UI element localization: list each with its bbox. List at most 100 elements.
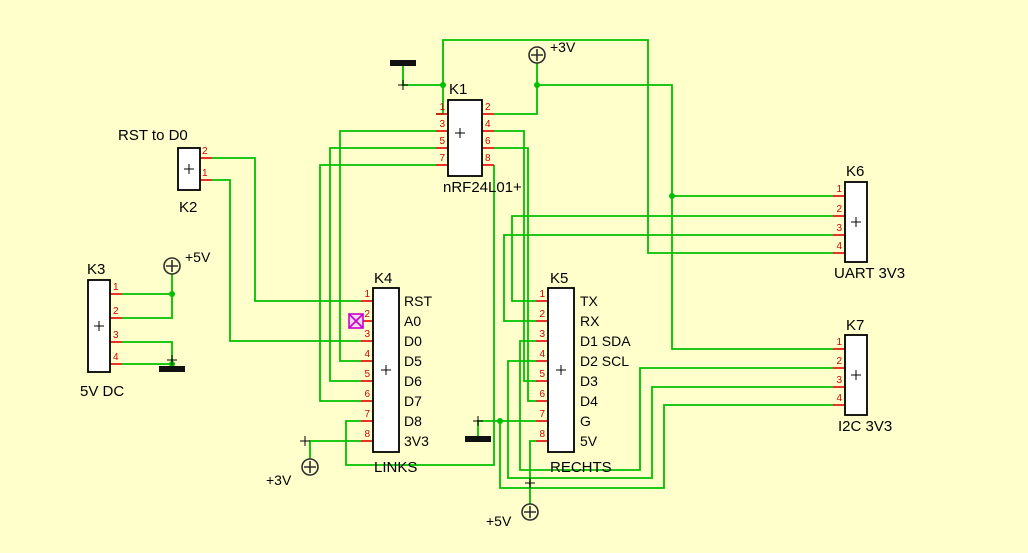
- wire-k1p3-k4[interactable]: [339, 130, 436, 362]
- pin-label: D3: [580, 373, 598, 389]
- wire-k2-rst[interactable]: [212, 157, 361, 302]
- power-circle-icon: [521, 503, 539, 521]
- pin-label: D7: [404, 393, 422, 409]
- pin-label: 3V3: [404, 433, 429, 449]
- power-symbol-3v-top[interactable]: +3V: [528, 39, 576, 64]
- power-symbol-5v-left[interactable]: +5V: [163, 249, 211, 275]
- pin-number: 2: [836, 204, 842, 215]
- pin-number: 1: [836, 184, 842, 195]
- pin-number: 3: [836, 375, 842, 386]
- component-k7[interactable]: 1 2 3 4 K7 I2C 3V3: [833, 317, 892, 435]
- wire-gnd-k5[interactable]: [477, 420, 536, 436]
- power-label: +5V: [185, 249, 211, 265]
- pin-label: RX: [580, 313, 600, 329]
- wire-5v-k5[interactable]: [529, 440, 536, 504]
- ground-bar-icon: [159, 366, 185, 372]
- origin-cross-icon: [300, 436, 310, 446]
- plus-icon: [524, 506, 536, 518]
- wire-3v3-k1[interactable]: [494, 63, 538, 115]
- junction-dot: [440, 82, 446, 88]
- k1-body[interactable]: [447, 99, 483, 177]
- pin-label: G: [580, 413, 591, 429]
- pin-number: 8: [485, 153, 491, 164]
- wire-k1p8-k4[interactable]: [345, 165, 495, 466]
- pin-number: 2: [539, 309, 545, 320]
- pin-number: 4: [539, 349, 545, 360]
- pin-label: D1 SDA: [580, 333, 631, 349]
- wire-k1p4-k5[interactable]: [494, 130, 536, 382]
- pin-number: 1: [439, 102, 445, 113]
- plus-icon: [531, 49, 543, 61]
- ground-symbol-top[interactable]: [390, 60, 416, 66]
- power-symbol-3v-bottom-left[interactable]: +3V: [266, 458, 319, 488]
- pin-number: 4: [113, 352, 119, 363]
- wire-rx-k6[interactable]: [503, 234, 833, 322]
- pin-number: 7: [439, 153, 445, 164]
- pin-number: 8: [539, 429, 545, 440]
- wire-scl-k7[interactable]: [507, 360, 833, 479]
- origin-cross-icon: [851, 217, 861, 227]
- pin-label: D4: [580, 393, 598, 409]
- wire-3v3-right[interactable]: [537, 84, 833, 350]
- origin-crosses: [167, 80, 535, 488]
- component-ref: K7: [846, 317, 864, 334]
- pin-number: 1: [202, 168, 208, 179]
- ground-symbol-left[interactable]: [159, 366, 185, 372]
- component-k2[interactable]: 2 1 RST to D0 K2: [118, 127, 212, 216]
- component-ref: K1: [449, 81, 467, 98]
- wire-k1p5-k4[interactable]: [329, 147, 436, 382]
- junction-dots: [169, 82, 675, 424]
- pin-number: 2: [364, 309, 370, 320]
- wire-gnd-k7[interactable]: [499, 404, 833, 489]
- pin-number: 3: [539, 329, 545, 340]
- no-connect-marker[interactable]: [348, 313, 364, 329]
- pin-label: TX: [580, 293, 599, 309]
- component-value: RECHTS: [550, 459, 612, 476]
- origin-cross-icon: [851, 370, 861, 380]
- component-k6[interactable]: 1 2 3 4 K6 UART 3V3: [833, 163, 905, 282]
- ground-bar-icon: [390, 60, 416, 66]
- junction-dot: [669, 193, 675, 199]
- power-circle-icon: [528, 46, 546, 64]
- power-symbol-5v-bottom[interactable]: +5V: [486, 503, 539, 529]
- wire-3v3-k4[interactable]: [309, 440, 361, 459]
- wire-sda-k7[interactable]: [519, 340, 833, 471]
- junction-dot: [169, 291, 175, 297]
- pin-number: 6: [539, 389, 545, 400]
- ground-symbol-center[interactable]: [465, 436, 491, 442]
- component-ref: K5: [550, 270, 568, 287]
- wire-k1p7-k4[interactable]: [319, 164, 436, 402]
- component-ref: K3: [87, 261, 105, 278]
- origin-cross-icon: [398, 80, 408, 90]
- wire-k3-gnd-a[interactable]: [122, 341, 173, 366]
- wire-k1p6-k5[interactable]: [494, 147, 536, 402]
- power-label: +5V: [486, 513, 512, 529]
- power-label: +3V: [266, 472, 292, 488]
- pin-number: 3: [113, 330, 119, 341]
- pin-number: 4: [485, 119, 491, 130]
- pin-number: 1: [364, 289, 370, 300]
- pin-number: 4: [836, 393, 842, 404]
- power-label: +3V: [550, 39, 576, 55]
- pin-label: A0: [404, 313, 421, 329]
- wire-k3-5v-b[interactable]: [122, 274, 173, 319]
- pin-label: D0: [404, 333, 422, 349]
- wire-k2-d0[interactable]: [212, 179, 361, 342]
- component-k1[interactable]: 1 3 5 7 2 4 6 8 K1 nRF24L01+: [436, 81, 522, 196]
- component-k4[interactable]: 1 2 3 4 5 6 7 8 RST A0 D0 D5 D6 D7 D8 3V…: [361, 270, 432, 476]
- component-k5[interactable]: 1 2 3 4 5 6 7 8 TX RX D1 SDA D2 SCL D3 D…: [536, 270, 631, 476]
- k4-body[interactable]: [372, 287, 400, 453]
- pin-number: 7: [364, 409, 370, 420]
- component-ref: K2: [179, 199, 197, 216]
- power-circle-icon: [301, 458, 319, 476]
- component-k3[interactable]: 1 2 3 4 K3 5V DC: [80, 261, 124, 400]
- component-ref: K6: [846, 163, 864, 180]
- component-ref: K4: [374, 270, 392, 287]
- component-value: UART 3V3: [834, 265, 905, 282]
- component-value: LINKS: [374, 459, 417, 476]
- pin-number: 5: [364, 369, 370, 380]
- pin-label: RST: [404, 293, 432, 309]
- origin-cross-icon: [184, 164, 194, 174]
